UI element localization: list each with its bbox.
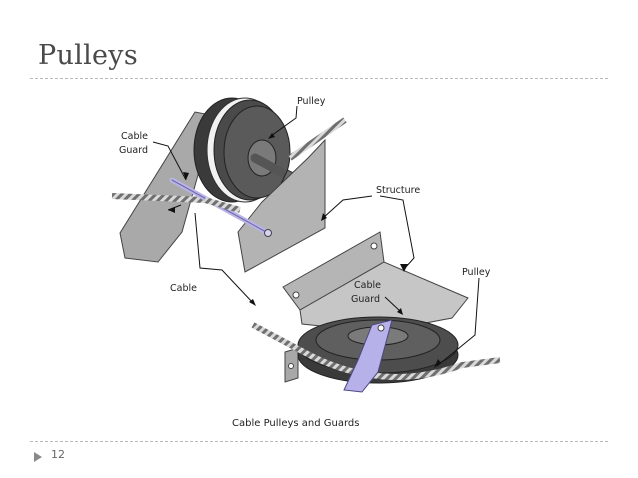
bottom-pulley-assembly bbox=[251, 231, 501, 393]
label-cable-guard-top-1: Cable bbox=[121, 131, 148, 142]
label-pulley-top: Pulley bbox=[297, 96, 326, 107]
label-cable-guard-top-2: Guard bbox=[119, 145, 148, 156]
label-structure: Structure bbox=[376, 185, 420, 196]
label-cable: Cable bbox=[170, 283, 197, 294]
leader-lines bbox=[152, 105, 480, 367]
title-divider bbox=[30, 78, 608, 79]
label-cable-guard-bottom-2: Guard bbox=[351, 294, 380, 305]
slide-title: Pulleys bbox=[38, 40, 139, 71]
leader-arrowheads bbox=[168, 133, 441, 368]
page-number: 12 bbox=[51, 448, 65, 461]
top-pulley-assembly bbox=[111, 97, 347, 273]
footer-triangle-icon bbox=[34, 452, 42, 462]
label-cable-guard-bottom-1: Cable bbox=[354, 280, 381, 291]
diagram-caption: Cable Pulleys and Guards bbox=[232, 418, 360, 429]
label-pulley-right: Pulley bbox=[462, 267, 491, 278]
footer-divider bbox=[30, 441, 608, 442]
